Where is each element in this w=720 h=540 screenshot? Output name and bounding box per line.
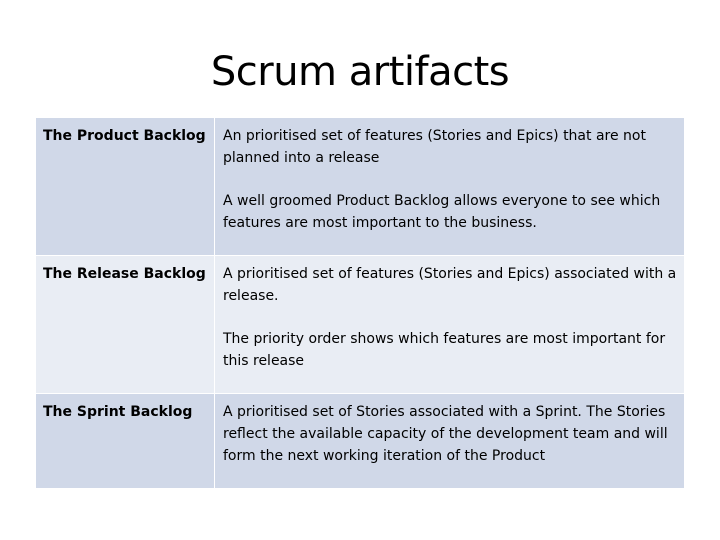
artifact-description: A prioritised set of features (Stories a… [215, 256, 684, 393]
artifact-name: The Product Backlog [36, 118, 215, 255]
slide-title: Scrum artifacts [210, 49, 510, 95]
artifacts-table: The Product Backlog An prioritised set o… [36, 118, 684, 489]
artifact-description: An prioritised set of features (Stories … [215, 118, 684, 255]
description-paragraph: A well groomed Product Backlog allows ev… [223, 193, 661, 231]
description-paragraph: An prioritised set of features (Stories … [223, 128, 646, 166]
artifact-description: A prioritised set of Stories associated … [215, 394, 684, 488]
table-row: The Sprint Backlog A prioritised set of … [36, 394, 684, 489]
table-row: The Product Backlog An prioritised set o… [36, 118, 684, 256]
table-row: The Release Backlog A prioritised set of… [36, 256, 684, 394]
description-paragraph: A prioritised set of Stories associated … [223, 404, 668, 464]
artifact-name: The Release Backlog [36, 256, 215, 393]
artifact-name: The Sprint Backlog [36, 394, 215, 488]
description-paragraph: The priority order shows which features … [223, 331, 666, 369]
description-paragraph: A prioritised set of features (Stories a… [223, 266, 677, 304]
